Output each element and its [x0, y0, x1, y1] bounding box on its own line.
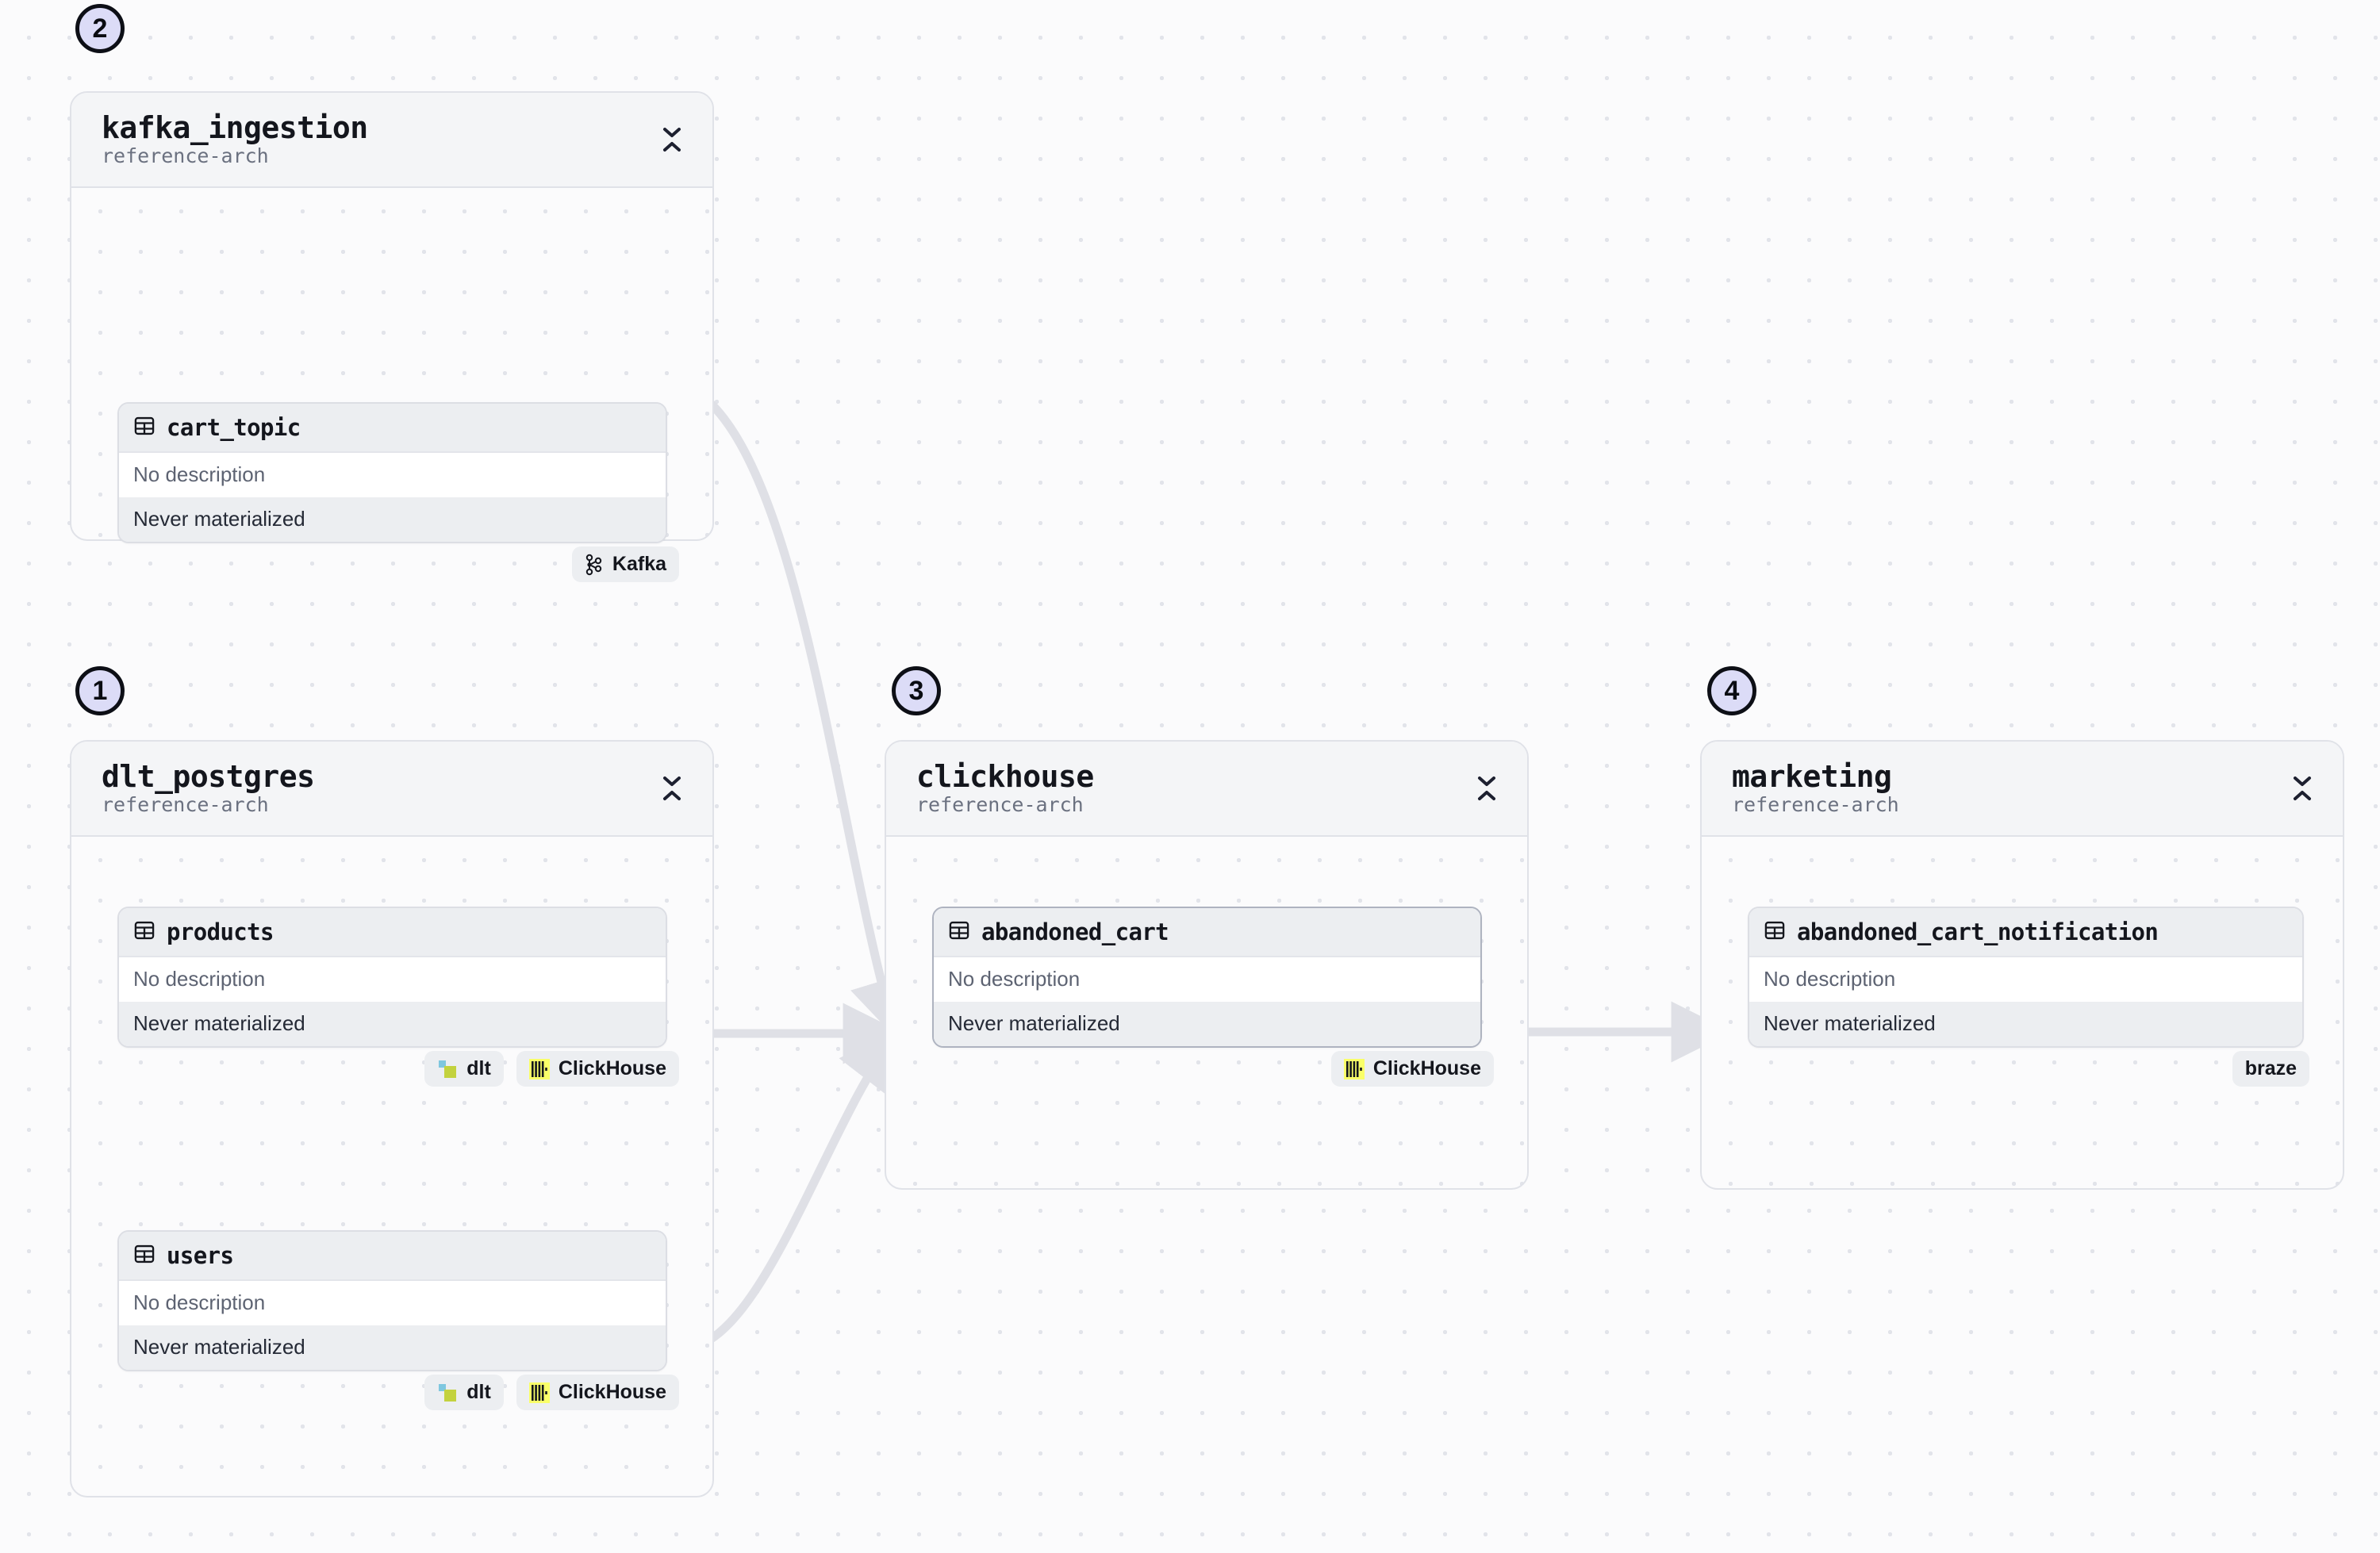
group-header-marketing[interactable]: marketing reference-arch [1702, 742, 2343, 837]
group-card-marketing[interactable]: marketing reference-arch abandoned_cart_… [1700, 740, 2344, 1190]
step-badge-3: 3 [892, 666, 941, 715]
chip-kafka[interactable]: Kafka [571, 546, 679, 582]
table-grid-icon [948, 919, 970, 945]
chip-clickhouse[interactable]: ClickHouse [1330, 1051, 1494, 1087]
group-title-block: marketing reference-arch [1732, 761, 1899, 815]
chip-label: ClickHouse [558, 1381, 666, 1403]
clickhouse-icon [528, 1382, 550, 1403]
chip-label: dlt [466, 1057, 491, 1079]
collapse-chevrons-icon[interactable] [2289, 773, 2316, 804]
table-node-materialization: Never materialized [119, 1002, 666, 1046]
chip-row-products: dlt ClickHouse [424, 1051, 679, 1087]
clickhouse-icon [1343, 1058, 1365, 1079]
chip-clickhouse[interactable]: ClickHouse [516, 1051, 679, 1087]
table-grid-icon [133, 919, 155, 945]
step-badge-2: 2 [75, 4, 125, 53]
table-node-materialization: Never materialized [119, 1325, 666, 1370]
group-title: marketing [1732, 758, 1892, 794]
dlt-icon [437, 1059, 458, 1079]
chip-label: ClickHouse [558, 1057, 666, 1079]
table-node-users[interactable]: users No description Never materialized [117, 1230, 667, 1371]
kafka-icon [585, 554, 604, 576]
table-node-header: users [119, 1232, 666, 1281]
step-badge-1: 1 [75, 666, 125, 715]
table-node-header: products [119, 908, 666, 957]
table-node-title: users [167, 1242, 234, 1269]
table-node-description: No description [1749, 957, 2302, 1002]
collapse-chevrons-icon[interactable] [658, 773, 685, 804]
table-node-title: abandoned_cart_notification [1797, 918, 2159, 945]
group-title-block: kafka_ingestion reference-arch [102, 109, 368, 167]
chip-clickhouse[interactable]: ClickHouse [516, 1375, 679, 1410]
group-card-kafka-ingestion[interactable]: kafka_ingestion reference-arch cart_topi… [70, 91, 714, 582]
table-node-title: abandoned_cart [981, 918, 1169, 945]
table-grid-icon [133, 1243, 155, 1269]
chip-row-abandoned-cart-notification: braze [2232, 1051, 2309, 1087]
group-title-block: dlt_postgres reference-arch [102, 761, 315, 815]
table-node-description: No description [119, 1281, 666, 1325]
table-node-products[interactable]: products No description Never materializ… [117, 907, 667, 1048]
chip-label: Kafka [612, 553, 666, 575]
table-grid-icon [133, 415, 155, 441]
table-node-description: No description [119, 453, 666, 497]
chip-braze[interactable]: braze [2232, 1051, 2309, 1087]
chip-label: braze [2244, 1057, 2297, 1079]
table-node-materialization: Never materialized [119, 497, 666, 542]
group-subtitle: reference-arch [1732, 792, 1899, 816]
edge-cart-topic-to-abandoned-cart [686, 383, 909, 1041]
table-node-description: No description [934, 957, 1480, 1002]
table-node-header: cart_topic [119, 404, 666, 453]
edge-users-to-abandoned-cart [681, 1028, 901, 1353]
table-node-abandoned-cart[interactable]: abandoned_cart No description Never mate… [932, 907, 1482, 1048]
group-header-dlt-postgres[interactable]: dlt_postgres reference-arch [71, 742, 712, 837]
table-node-header: abandoned_cart [934, 908, 1480, 957]
chip-row-abandoned-cart: ClickHouse [1330, 1051, 1494, 1087]
table-node-materialization: Never materialized [934, 1002, 1480, 1046]
group-header-clickhouse[interactable]: clickhouse reference-arch [886, 742, 1527, 837]
table-node-description: No description [119, 957, 666, 1002]
group-title: clickhouse [916, 758, 1094, 794]
table-grid-icon [1764, 919, 1786, 945]
group-card-clickhouse[interactable]: clickhouse reference-arch abandoned_cart… [885, 740, 1529, 1190]
chip-dlt[interactable]: dlt [424, 1051, 504, 1087]
group-title-block: clickhouse reference-arch [916, 761, 1094, 815]
group-title: kafka_ingestion [102, 109, 368, 145]
table-node-title: products [167, 918, 274, 945]
dlt-icon [437, 1382, 458, 1403]
group-subtitle: reference-arch [102, 792, 269, 816]
chip-row-users: dlt ClickHouse [424, 1375, 679, 1410]
collapse-chevrons-icon[interactable] [658, 124, 685, 155]
table-node-cart-topic[interactable]: cart_topic No description Never material… [117, 402, 667, 543]
group-card-dlt-postgres[interactable]: dlt_postgres reference-arch products No … [70, 740, 714, 1497]
chip-label: ClickHouse [1372, 1057, 1481, 1079]
step-badge-4: 4 [1707, 666, 1756, 715]
group-title: dlt_postgres [102, 758, 315, 794]
collapse-chevrons-icon[interactable] [1473, 773, 1500, 804]
table-node-materialization: Never materialized [1749, 1002, 2302, 1046]
group-subtitle: reference-arch [102, 144, 269, 167]
table-node-abandoned-cart-notification[interactable]: abandoned_cart_notification No descripti… [1748, 907, 2304, 1048]
chip-label: dlt [466, 1381, 491, 1403]
table-node-title: cart_topic [167, 414, 301, 441]
group-subtitle: reference-arch [916, 792, 1084, 816]
clickhouse-icon [528, 1058, 550, 1079]
table-node-header: abandoned_cart_notification [1749, 908, 2302, 957]
chip-dlt[interactable]: dlt [424, 1375, 504, 1410]
group-header-kafka-ingestion[interactable]: kafka_ingestion reference-arch [71, 93, 712, 188]
chip-row-cart-topic: Kafka [571, 546, 679, 582]
